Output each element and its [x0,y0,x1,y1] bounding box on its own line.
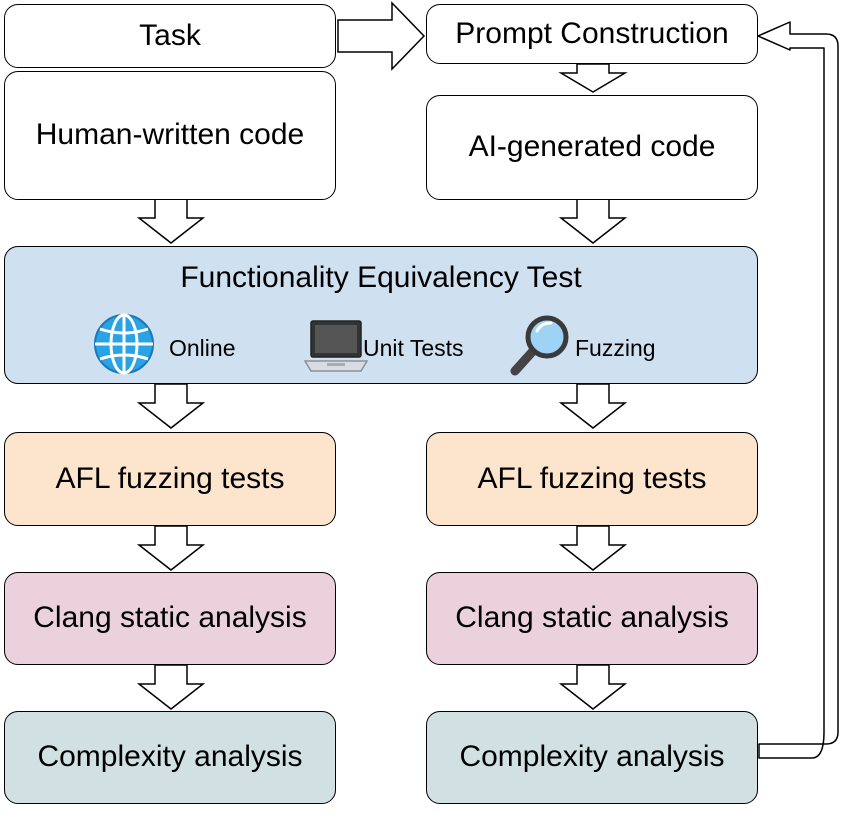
complexity-box-left: Complexity analysis [4,711,336,804]
laptop-icon [303,311,369,386]
method-unit-tests-label: Unit Tests [363,334,464,361]
clang-label-left: Clang static analysis [33,601,307,635]
prompt-label: Prompt Construction [455,16,729,50]
arrow-down-right-0 [558,63,628,93]
afl-label-right: AFL fuzzing tests [477,461,707,495]
human-code-box: Human-written code [4,71,336,200]
complexity-label-left: Complexity analysis [37,740,303,774]
arrow-down-left-3 [136,525,206,571]
arrow-down-right-2 [558,383,628,429]
ai-code-box: AI-generated code [426,95,758,200]
arrow-down-left-1 [136,198,206,244]
human-code-label: Human-written code [35,118,305,152]
complexity-box-right: Complexity analysis [426,711,758,804]
task-label: Task [139,18,201,52]
arrow-down-right-3 [558,525,628,571]
method-fuzzing-label: Fuzzing [575,334,656,361]
complexity-label-right: Complexity analysis [459,740,725,774]
functionality-test-box: Functionality Equivalency Test Online Un… [4,246,758,384]
arrow-down-left-4 [136,664,206,710]
method-fuzzing: Fuzzing [507,315,656,381]
afl-box-left: AFL fuzzing tests [4,432,336,526]
arrow-down-left-2 [136,383,206,429]
method-online-label: Online [169,334,236,361]
afl-box-right: AFL fuzzing tests [426,432,758,526]
clang-box-right: Clang static analysis [426,572,758,665]
prompt-box: Prompt Construction [426,4,758,64]
task-box: Task [4,4,336,68]
magnifier-icon [507,311,573,386]
arrow-task-to-prompt [337,1,426,71]
clang-box-left: Clang static analysis [4,572,336,665]
afl-label-left: AFL fuzzing tests [55,461,285,495]
method-online: Online [91,313,236,381]
clang-label-right: Clang static analysis [455,601,729,635]
globe-icon [91,311,157,386]
method-unit-tests: Unit Tests [303,315,464,381]
arrow-down-right-4 [558,664,628,710]
arrow-down-right-1 [558,198,628,244]
arrow-feedback-loop [757,21,839,759]
functionality-test-title: Functionality Equivalency Test [180,261,582,294]
ai-code-label: AI-generated code [468,130,716,164]
